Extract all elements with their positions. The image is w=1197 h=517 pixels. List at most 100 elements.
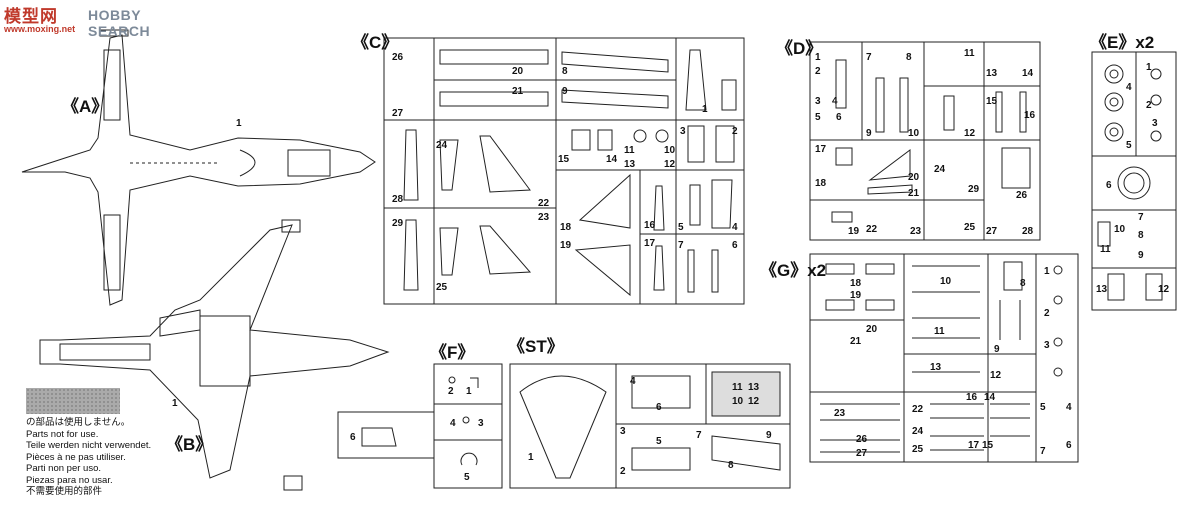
part-c-28: 28 xyxy=(392,194,404,205)
notice-line-es: Piezas para no usar. xyxy=(26,474,113,486)
part-st-5: 5 xyxy=(656,436,662,447)
sprue-d-labels: 1 2 3 4 5 6 7 8 9 10 11 12 13 14 15 16 1… xyxy=(815,48,1036,237)
part-d-8: 8 xyxy=(906,52,912,63)
part-g-26: 26 xyxy=(856,434,868,445)
sprue-e-title: 《E》x2 xyxy=(1090,32,1154,52)
part-c-20: 20 xyxy=(512,66,524,77)
watermark-url: www.moxing.net xyxy=(4,24,76,34)
part-c-21: 21 xyxy=(512,86,524,97)
part-c-26: 26 xyxy=(392,52,404,63)
part-st-7: 7 xyxy=(696,430,702,441)
part-g-1: 1 xyxy=(1044,266,1050,277)
part-a-1: 1 xyxy=(236,118,242,129)
part-d-2: 2 xyxy=(815,66,821,77)
part-c-2: 2 xyxy=(732,126,738,137)
part-f-3: 3 xyxy=(478,418,484,429)
part-st-2: 2 xyxy=(620,466,626,477)
sprue-st-labels: 1 2 3 4 5 6 7 8 9 10 11 12 13 xyxy=(528,376,772,477)
part-d-19: 19 xyxy=(848,226,860,237)
part-g-22: 22 xyxy=(912,404,924,415)
part-c-16: 16 xyxy=(644,220,656,231)
part-d-18: 18 xyxy=(815,178,827,189)
part-c-18: 18 xyxy=(560,222,572,233)
part-d-17: 17 xyxy=(815,144,827,155)
part-d-23: 23 xyxy=(910,226,922,237)
part-c-11: 11 xyxy=(624,145,635,156)
part-d-10: 10 xyxy=(908,128,920,139)
part-st-4: 4 xyxy=(630,376,636,387)
part-d-26: 26 xyxy=(1016,190,1028,201)
notice-line-it: Parti non per uso. xyxy=(26,463,101,474)
part-d-5: 5 xyxy=(815,112,821,123)
part-d-25: 25 xyxy=(964,222,976,233)
part-g-18: 18 xyxy=(850,278,862,289)
part-c-6: 6 xyxy=(732,240,738,251)
part-g-23: 23 xyxy=(834,408,846,419)
part-c-15: 15 xyxy=(558,154,570,165)
sprue-d-frame xyxy=(809,41,1041,241)
sprue-d-title: 《D》 xyxy=(776,38,822,58)
sprue-g-labels: 1 2 3 4 5 6 7 8 9 10 11 12 13 14 15 16 1… xyxy=(834,266,1072,459)
part-e-8: 8 xyxy=(1138,230,1144,241)
part-c-23: 23 xyxy=(538,212,550,223)
part-d-16: 16 xyxy=(1024,110,1036,121)
part-d-21: 21 xyxy=(908,188,920,199)
unused-parts-swatch xyxy=(26,388,120,414)
part-c-14: 14 xyxy=(606,154,618,165)
part-e-12: 12 xyxy=(1158,284,1170,295)
part-c-4: 4 xyxy=(732,222,738,233)
part-d-3: 3 xyxy=(815,96,821,107)
part-e-13: 13 xyxy=(1096,284,1108,295)
notice-line-zh: 不需要使用的部件 xyxy=(26,486,103,497)
part-g-14: 14 xyxy=(984,392,996,403)
notice-line-en: Parts not for use. xyxy=(26,428,99,440)
part-d-11: 11 xyxy=(964,48,975,59)
part-e-6: 6 xyxy=(1106,180,1112,191)
notice-line-ja: の部品は使用しません。 xyxy=(26,417,131,428)
sprue-g-title: 《G》x2 xyxy=(760,260,826,280)
sprue-f-labels: 1 2 3 4 5 6 xyxy=(350,386,484,483)
part-g-24: 24 xyxy=(912,426,924,437)
part-d-7: 7 xyxy=(866,52,872,63)
part-st-8: 8 xyxy=(728,460,734,471)
part-g-19: 19 xyxy=(850,290,862,301)
sprue-f-frame xyxy=(337,363,503,489)
part-d-6: 6 xyxy=(836,112,842,123)
part-e-11: 11 xyxy=(1100,244,1111,255)
part-d-27: 27 xyxy=(986,226,998,237)
part-st-11: 11 xyxy=(732,382,743,393)
part-g-20: 20 xyxy=(866,324,878,335)
part-c-3: 3 xyxy=(680,126,686,137)
part-d-22: 22 xyxy=(866,224,878,235)
part-c-27: 27 xyxy=(392,108,404,119)
part-f-1: 1 xyxy=(466,386,472,397)
part-d-15: 15 xyxy=(986,96,998,107)
part-c-22: 22 xyxy=(538,198,550,209)
part-d-12: 12 xyxy=(964,128,976,139)
sprue-b-title: 《B》 xyxy=(166,434,212,454)
part-d-13: 13 xyxy=(986,68,998,79)
part-e-1: 1 xyxy=(1146,62,1152,73)
part-c-12: 12 xyxy=(664,159,676,170)
part-c-13: 13 xyxy=(624,159,636,170)
part-g-12: 12 xyxy=(990,370,1002,381)
part-c-1: 1 xyxy=(702,104,708,115)
part-g-11: 11 xyxy=(934,326,945,337)
sprue-c-title: 《C》 xyxy=(352,32,398,52)
part-g-9: 9 xyxy=(994,344,1000,355)
part-e-5: 5 xyxy=(1126,140,1132,151)
part-b-lower-fuselage xyxy=(39,219,390,491)
part-d-29: 29 xyxy=(968,184,980,195)
part-g-15: 15 xyxy=(982,440,994,451)
sprue-g-frame xyxy=(809,253,1079,463)
sprue-e-labels: 1 2 3 4 5 6 7 8 9 10 11 12 13 xyxy=(1096,62,1170,295)
sprue-f-title: 《F》 xyxy=(430,342,474,362)
part-e-3: 3 xyxy=(1152,118,1158,129)
part-c-24: 24 xyxy=(436,140,448,151)
part-e-7: 7 xyxy=(1138,212,1144,223)
sprue-e-frame xyxy=(1091,51,1177,311)
part-c-9: 9 xyxy=(562,86,568,97)
part-c-5: 5 xyxy=(678,222,684,233)
part-d-1: 1 xyxy=(815,52,821,63)
part-g-27: 27 xyxy=(856,448,868,459)
